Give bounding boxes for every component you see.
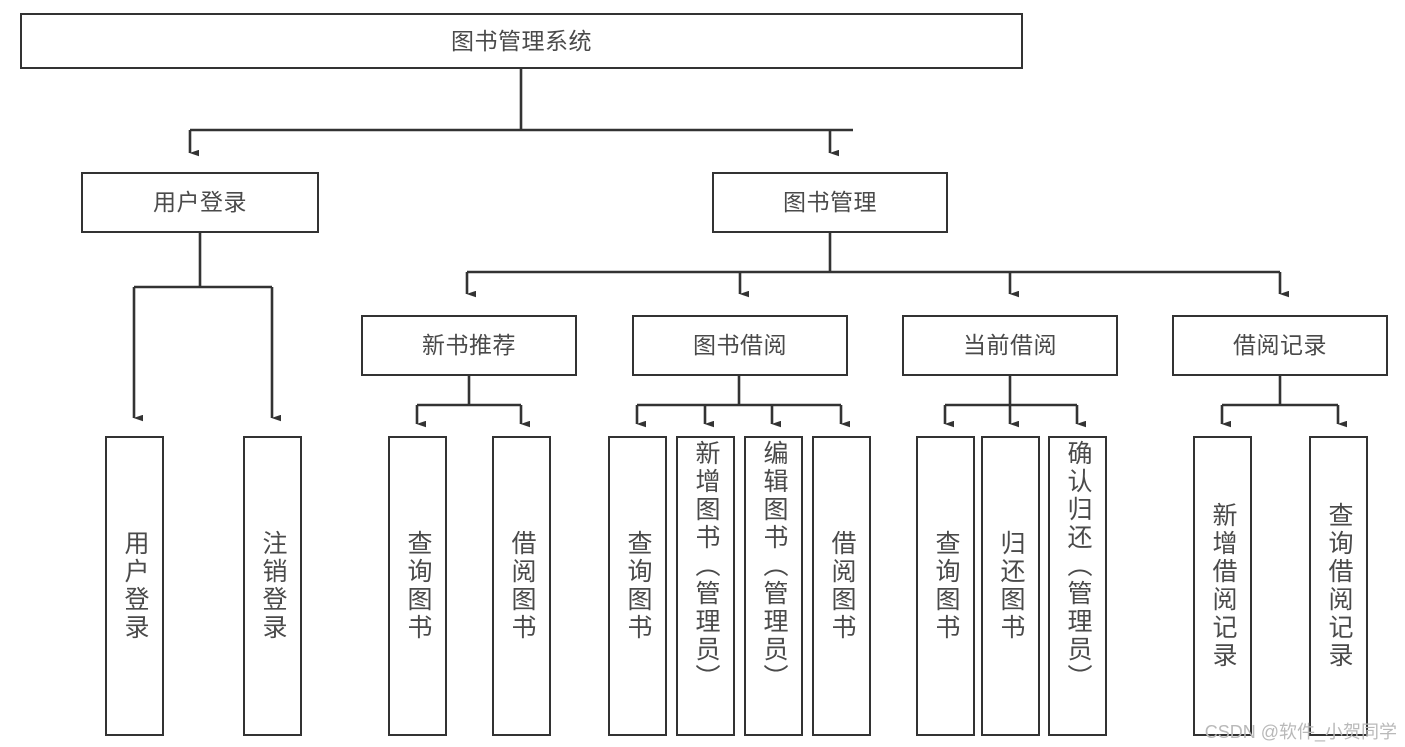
leaf-book-borrow-query[interactable]: 查询图书 (608, 436, 667, 736)
node-book-borrow[interactable]: 图书借阅 (632, 315, 848, 376)
node-book-management[interactable]: 图书管理 (712, 172, 948, 233)
node-label: 确认归还（管理员） (1064, 440, 1092, 692)
node-new-book-recommend[interactable]: 新书推荐 (361, 315, 577, 376)
node-label: 图书管理系统 (451, 27, 592, 54)
node-label: 图书管理 (783, 189, 877, 216)
node-label: 借阅图书 (828, 530, 856, 642)
node-label: 新增借阅记录 (1209, 502, 1237, 670)
leaf-new-book-query[interactable]: 查询图书 (388, 436, 447, 736)
node-label: 查询图书 (404, 530, 432, 642)
node-label: 查询借阅记录 (1325, 502, 1353, 670)
leaf-borrow-record-add[interactable]: 新增借阅记录 (1193, 436, 1252, 736)
leaf-borrow-record-query[interactable]: 查询借阅记录 (1309, 436, 1368, 736)
leaf-book-borrow-add[interactable]: 新增图书（管理员） (676, 436, 735, 736)
node-label: 借阅图书 (508, 530, 536, 642)
node-root-system[interactable]: 图书管理系统 (20, 13, 1023, 69)
node-label: 用户登录 (121, 530, 149, 642)
leaf-current-borrow-query[interactable]: 查询图书 (916, 436, 975, 736)
node-current-borrow[interactable]: 当前借阅 (902, 315, 1118, 376)
leaf-current-borrow-return[interactable]: 归还图书 (981, 436, 1040, 736)
node-label: 当前借阅 (963, 332, 1057, 359)
watermark-text: CSDN @软件_小贺同学 (1204, 722, 1397, 742)
node-label: 注销登录 (259, 530, 287, 642)
node-label: 查询图书 (624, 530, 652, 642)
node-label: 查询图书 (932, 530, 960, 642)
node-borrow-record[interactable]: 借阅记录 (1172, 315, 1388, 376)
leaf-current-borrow-confirm[interactable]: 确认归还（管理员） (1048, 436, 1107, 736)
node-label: 新书推荐 (422, 332, 516, 359)
leaf-user-login-signin[interactable]: 用户登录 (105, 436, 164, 736)
leaf-new-book-borrow[interactable]: 借阅图书 (492, 436, 551, 736)
node-label: 用户登录 (153, 189, 247, 216)
node-label: 归还图书 (997, 530, 1025, 642)
node-label: 借阅记录 (1233, 332, 1327, 359)
node-label: 图书借阅 (693, 332, 787, 359)
node-label: 新增图书（管理员） (692, 440, 720, 692)
node-user-login[interactable]: 用户登录 (81, 172, 319, 233)
leaf-book-borrow-lend[interactable]: 借阅图书 (812, 436, 871, 736)
leaf-user-login-signout[interactable]: 注销登录 (243, 436, 302, 736)
leaf-book-borrow-edit[interactable]: 编辑图书（管理员） (744, 436, 803, 736)
node-label: 编辑图书（管理员） (760, 440, 788, 692)
